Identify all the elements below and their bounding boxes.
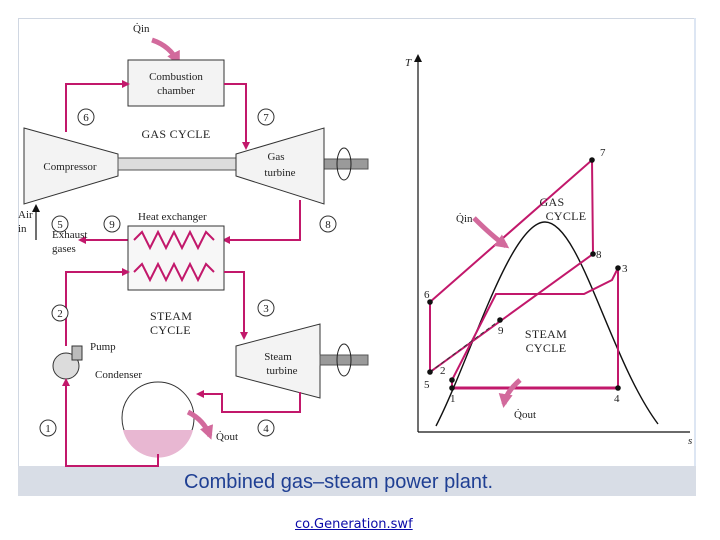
qin-schematic-arrow bbox=[151, 37, 181, 66]
condensate-fill bbox=[123, 430, 193, 458]
pipe-6 bbox=[65, 80, 130, 132]
ts-diagram: T s Q̇in Q̇out GAS CYCLE STEAM CYCLE 1 2… bbox=[405, 54, 692, 447]
hx-coil-steam bbox=[133, 261, 215, 283]
saturation-dome bbox=[435, 221, 659, 427]
air-in-label-1: Air bbox=[18, 209, 33, 221]
pipe-4 bbox=[196, 390, 301, 413]
pump-motor bbox=[71, 345, 83, 361]
qout-ts-arrow bbox=[498, 378, 522, 408]
combustion-label-2: chamber bbox=[157, 85, 195, 97]
hx-coil-gas bbox=[133, 229, 215, 251]
condenser-label: Condenser bbox=[95, 369, 142, 381]
steam-turbine bbox=[235, 323, 321, 399]
state-9: 9 bbox=[109, 219, 115, 231]
gas-turbine bbox=[235, 127, 325, 205]
ts-state-7: 7 bbox=[600, 147, 606, 159]
gas-cycle-path bbox=[429, 157, 595, 374]
combustion-label-1: Combustion bbox=[149, 71, 203, 83]
swf-link[interactable]: co.Generation.swf bbox=[295, 517, 413, 532]
pipe-7 bbox=[224, 83, 250, 150]
ts-gas-cycle-2: CYCLE bbox=[546, 209, 587, 223]
heat-exchanger-label: Heat exchanger bbox=[138, 211, 207, 223]
state-6: 6 bbox=[83, 112, 89, 124]
gas-cycle-title: GAS CYCLE bbox=[141, 127, 210, 141]
state-7: 7 bbox=[263, 112, 269, 124]
ts-state-9: 9 bbox=[498, 325, 504, 337]
state-1: 1 bbox=[45, 423, 51, 435]
compressor bbox=[23, 127, 119, 205]
ts-points: 1 2 3 4 5 6 7 8 9 bbox=[424, 147, 628, 405]
qin-ts-arrow bbox=[472, 216, 510, 249]
steam-cycle-title-1: STEAM bbox=[150, 309, 192, 323]
combustion-chamber bbox=[127, 59, 225, 107]
ts-state-1: 1 bbox=[450, 393, 456, 405]
exhaust-label-2: gases bbox=[52, 243, 76, 255]
compressor-label: Compressor bbox=[43, 161, 97, 173]
state-4: 4 bbox=[263, 423, 269, 435]
schematic-states: 1 2 3 4 5 6 7 8 9 bbox=[39, 108, 337, 437]
steam-turbine-label-1: Steam bbox=[264, 351, 292, 363]
qout-schematic-arrow bbox=[186, 409, 214, 440]
steam-cycle-title-2: CYCLE bbox=[150, 323, 191, 337]
rotation-gas-icon bbox=[336, 147, 352, 181]
gas-turbine-label-2: turbine bbox=[264, 167, 295, 179]
ts-state-2: 2 bbox=[440, 365, 446, 377]
ts-state-3: 3 bbox=[622, 263, 628, 275]
pump-label: Pump bbox=[90, 341, 116, 353]
figure-caption: Combined gas–steam power plant. bbox=[184, 471, 494, 493]
ts-gas-cycle-1: GAS bbox=[540, 195, 565, 209]
ts-state-6: 6 bbox=[424, 289, 430, 301]
state-2: 2 bbox=[57, 308, 63, 320]
qout-schematic-label: Q̇out bbox=[216, 431, 238, 443]
caption-bar bbox=[18, 466, 696, 496]
pipe-1 bbox=[62, 378, 159, 467]
shaft-gas-out bbox=[323, 158, 369, 170]
ts-state-5: 5 bbox=[424, 379, 430, 391]
state-5: 5 bbox=[57, 219, 63, 231]
qin-schematic-label: Q̇in bbox=[133, 23, 150, 35]
state-8: 8 bbox=[325, 219, 331, 231]
state-3: 3 bbox=[263, 303, 269, 315]
s-axis-label: s bbox=[688, 435, 692, 447]
pipe-8 bbox=[222, 200, 301, 244]
rotation-steam-icon bbox=[336, 343, 352, 377]
ts-state-4: 4 bbox=[614, 393, 620, 405]
air-in-label-2: in bbox=[18, 223, 27, 235]
ts-steam-cycle-1: STEAM bbox=[525, 327, 567, 341]
ts-state-8: 8 bbox=[596, 249, 602, 261]
ts-steam-cycle-2: CYCLE bbox=[526, 341, 567, 355]
gas-turbine-label-1: Gas bbox=[267, 151, 284, 163]
shaft-steam-out bbox=[319, 354, 369, 366]
schematic: Q̇in Combustion chamber Compressor GAS C… bbox=[18, 23, 369, 467]
t-axis-label: T bbox=[405, 57, 412, 69]
qout-ts-label: Q̇out bbox=[514, 409, 536, 421]
exhaust-dashed-line bbox=[429, 319, 501, 373]
pipe-2 bbox=[65, 268, 130, 346]
qin-ts-label: Q̇in bbox=[456, 213, 473, 225]
steam-turbine-label-2: turbine bbox=[266, 365, 297, 377]
figure-right-edge bbox=[694, 18, 696, 484]
shaft-gas bbox=[117, 157, 237, 171]
pipe-3 bbox=[224, 271, 248, 340]
steam-cycle-path bbox=[451, 267, 619, 390]
